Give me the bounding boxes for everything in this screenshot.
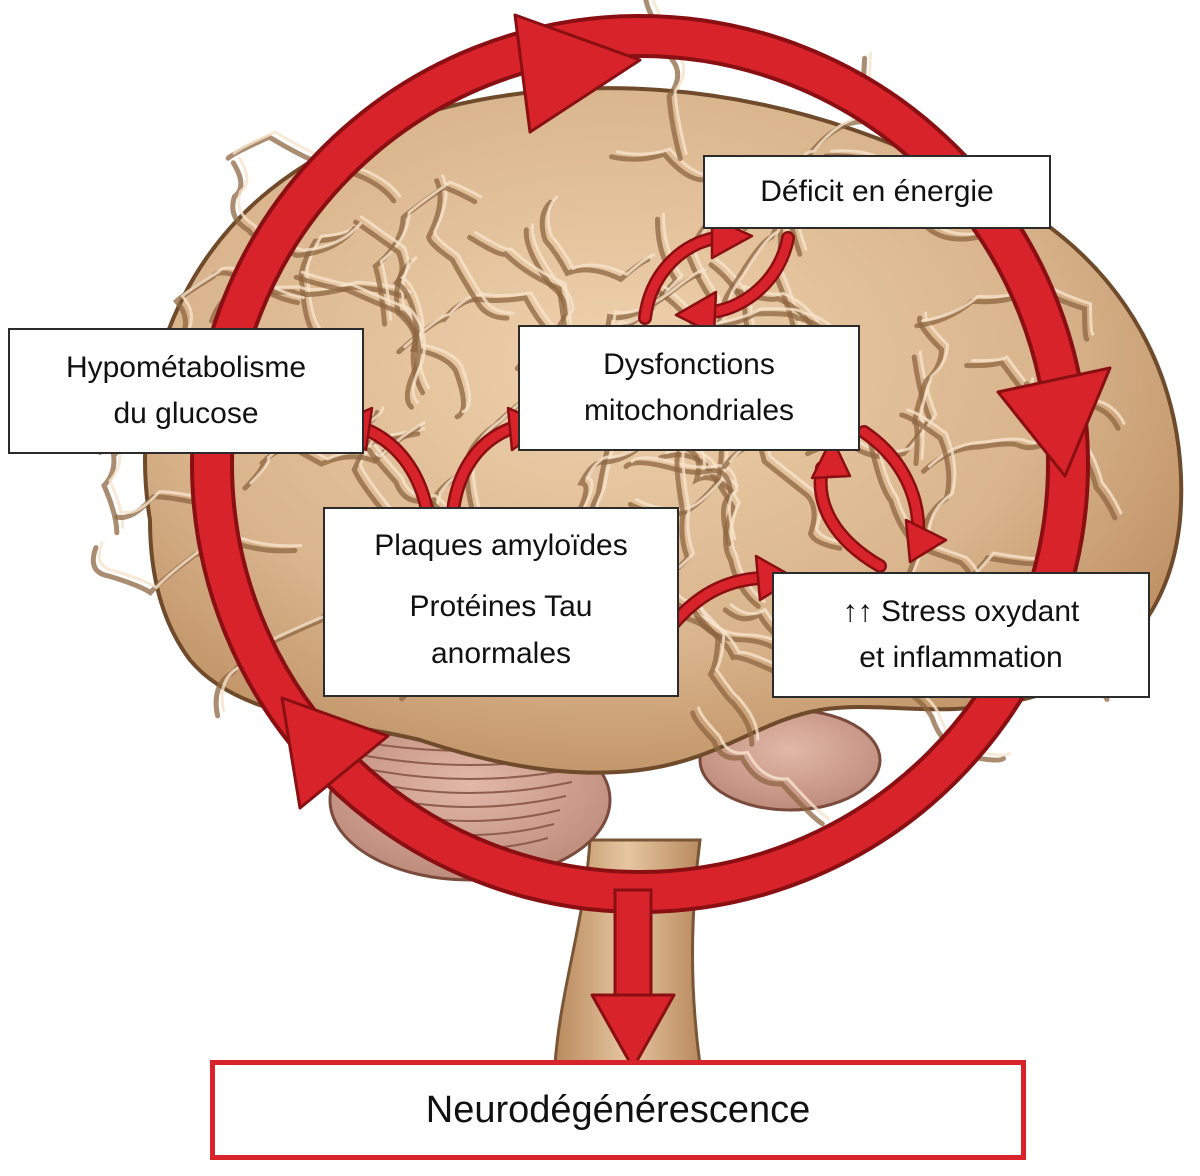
plaques-line-1: Plaques amyloïdes xyxy=(374,528,628,562)
cycle-arrowhead-right xyxy=(996,366,1112,478)
box-energy-deficit: Déficit en énergie xyxy=(703,155,1051,229)
brain-gyrus-highlight xyxy=(403,291,576,349)
hypometabolism-line-1: Hypométabolisme xyxy=(65,350,307,384)
brain-sulcus xyxy=(426,178,510,321)
brain-sulcus xyxy=(372,184,478,327)
cycle-arrowhead-bottom-left xyxy=(280,696,390,810)
outcome-arrow xyxy=(590,888,676,1070)
box-neurodegeneration: Neurodégénérescence xyxy=(210,1060,1026,1160)
arrow-dysf-to-stress xyxy=(859,427,923,540)
energy-deficit-label: Déficit en énergie xyxy=(760,174,994,208)
arrow-stress-to-dysf xyxy=(816,463,885,571)
brain-gyrus-highlight xyxy=(546,195,656,277)
cerebellum-fold xyxy=(361,767,579,780)
stress-line-2: et inflammation xyxy=(859,641,1063,674)
arrow-plaques-to-hypo xyxy=(357,423,433,520)
brain-gyrus-highlight xyxy=(697,706,830,821)
brain-sulcus xyxy=(623,460,734,547)
neurodegeneration-label: Neurodégénérescence xyxy=(425,1088,811,1131)
box-amyloid-tau: Plaques amyloïdes Protéines Tau anormale… xyxy=(323,507,679,697)
brain-gyrus-highlight xyxy=(665,448,766,603)
arrowhead-to-stress xyxy=(904,518,948,564)
plaques-line-2: Protéines Tau xyxy=(409,590,593,624)
arrow-plaques-to-dysf xyxy=(447,423,517,527)
brain-sulcus xyxy=(230,160,358,258)
brain-sulcus xyxy=(353,219,426,396)
brain-sulcus xyxy=(912,315,945,466)
arrow-dysf-to-deficit xyxy=(640,233,720,323)
brain-sulcus xyxy=(692,610,755,747)
arrow-deficit-to-dysf xyxy=(707,233,793,317)
brain-gyrus-highlight xyxy=(300,270,427,404)
dysfunction-line-2: mitochondriales xyxy=(583,394,795,427)
box-oxidative-stress: ↑↑ Stress oxydant et inflammation xyxy=(772,572,1150,698)
brain-gyrus-highlight xyxy=(237,156,363,252)
brain-gyrus-highlight xyxy=(919,311,950,460)
plaques-line-3: anormales xyxy=(430,636,572,670)
box-mitochondrial-dysfunction: Dysfonctions mitochondriales xyxy=(518,325,860,451)
dysfunction-line-1: Dysfonctions xyxy=(603,347,775,381)
brain-gyrus-highlight xyxy=(433,174,515,315)
brain-gyrus-highlight xyxy=(699,606,760,741)
arrowhead-to-dysf-from-deficit xyxy=(674,290,718,336)
brain-sulcus xyxy=(643,0,683,162)
hypometabolism-line-2: du glucose xyxy=(113,397,259,430)
box-hypometabolism: Hypométabolisme du glucose xyxy=(8,328,364,454)
arrowhead-to-dysf-from-stress xyxy=(810,436,852,480)
brain-gyrus-highlight xyxy=(630,456,739,541)
stress-line-1: ↑↑ Stress oxydant xyxy=(842,594,1080,628)
brain-sulcus xyxy=(293,274,422,410)
brain-sulcus xyxy=(690,710,825,827)
brain-gyrus-highlight xyxy=(379,180,483,321)
cycle-arrowhead-top xyxy=(513,13,642,134)
